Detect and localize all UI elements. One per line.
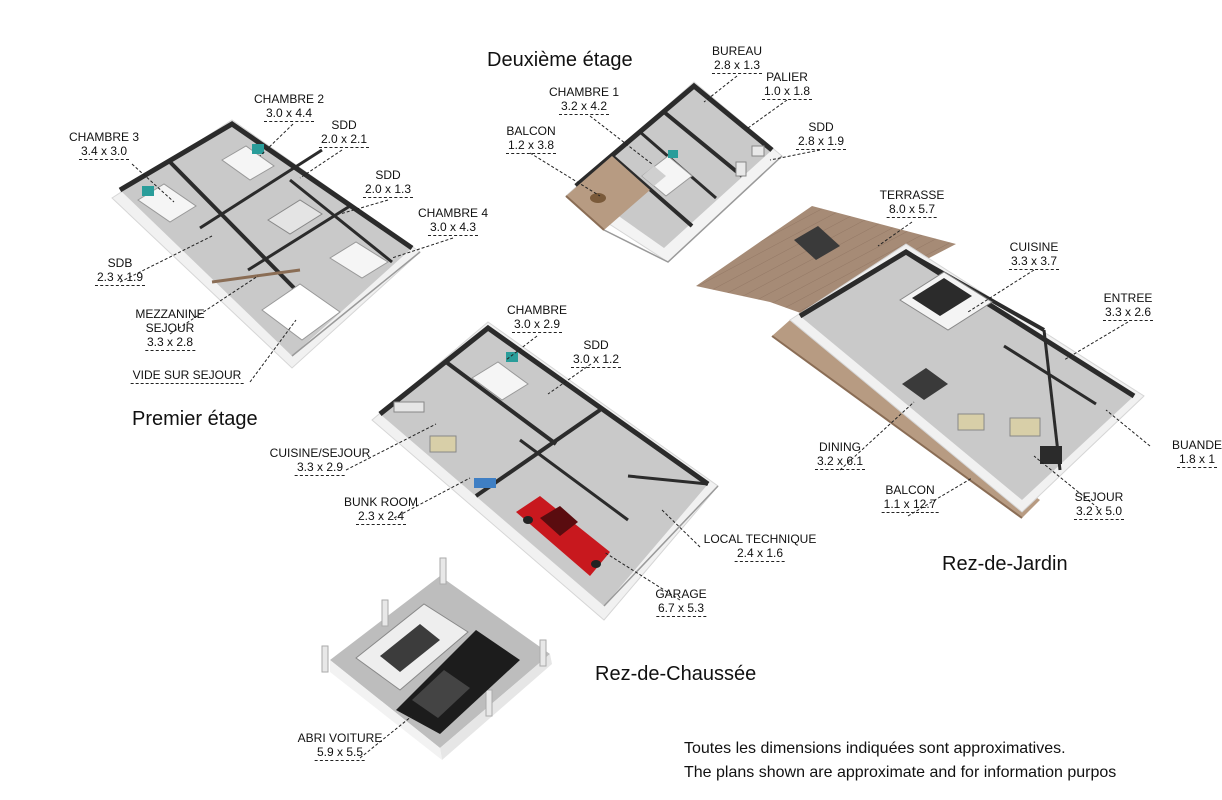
room-label-terrasse: TERRASSE 8.0 x 5.7 <box>879 188 945 218</box>
room-dimension: 3.2 x 6.1 <box>814 454 866 470</box>
room-label-buanderie: BUANDE 1.8 x 1 <box>1172 438 1222 468</box>
room-label-palier: PALIER 1.0 x 1.8 <box>761 70 813 100</box>
plan-rez-de-jardin <box>696 206 1145 519</box>
room-name: LOCAL TECHNIQUE <box>703 532 817 546</box>
room-dimension: 3.2 x 4.2 <box>558 99 610 115</box>
room-label-mezzanine-sejour: MEZZANINE SEJOUR 3.3 x 2.8 <box>135 307 205 351</box>
room-label-bunk-room: BUNK ROOM 2.3 x 2.4 <box>344 495 418 525</box>
room-dimension: 3.4 x 3.0 <box>78 144 130 160</box>
room-label-sdd-deuxieme: SDD 2.8 x 1.9 <box>795 120 847 150</box>
room-name: GARAGE <box>655 587 707 601</box>
room-label-chambre-2: CHAMBRE 2 3.0 x 4.4 <box>254 92 324 122</box>
room-label-chambre-3: CHAMBRE 3 3.4 x 3.0 <box>69 130 139 160</box>
room-name: MEZZANINE <box>135 307 205 321</box>
room-dimension: 3.0 x 4.4 <box>263 106 315 122</box>
room-name: ABRI VOITURE <box>297 731 383 745</box>
room-dimension: 3.3 x 2.6 <box>1102 305 1154 321</box>
room-dimension: 2.0 x 2.1 <box>318 132 370 148</box>
disclaimer-french: Toutes les dimensions indiquées sont app… <box>684 740 1066 757</box>
plan-abri-voiture <box>321 557 552 760</box>
floor-title-premier: Premier étage <box>132 408 258 430</box>
room-label-cuisine-sejour: CUISINE/SEJOUR 3.3 x 2.9 <box>269 446 371 476</box>
carport-white-car <box>355 603 469 691</box>
room-dimension: 6.7 x 5.3 <box>655 601 707 617</box>
room-label-sdb: SDB 2.3 x 1.9 <box>94 256 146 286</box>
room-name: CUISINE <box>1009 240 1059 254</box>
room-dimension: 3.3 x 3.7 <box>1008 254 1060 270</box>
room-name: CHAMBRE 3 <box>68 130 140 144</box>
room-name: BUREAU <box>711 44 762 58</box>
room-dimension: 5.9 x 5.5 <box>314 745 366 761</box>
room-dimension: 3.0 x 4.3 <box>427 220 479 236</box>
room-label-cuisine: CUISINE 3.3 x 3.7 <box>1008 240 1060 270</box>
room-dimension: 3.0 x 1.2 <box>570 352 622 368</box>
room-name: SDD <box>583 338 609 352</box>
room-name: ENTREE <box>1103 291 1153 305</box>
room-name: SEJOUR <box>1074 490 1124 504</box>
room-name: CHAMBRE 2 <box>253 92 325 106</box>
room-label-vide-sur-sejour: VIDE SUR SEJOUR <box>130 368 244 384</box>
room-label-dining: DINING 3.2 x 6.1 <box>814 440 866 470</box>
room-label-chambre-rdc: CHAMBRE 3.0 x 2.9 <box>507 303 567 333</box>
room-label-entree: ENTREE 3.3 x 2.6 <box>1102 291 1154 321</box>
room-name: PALIER <box>766 70 808 84</box>
plan-premier-etage <box>111 119 421 369</box>
room-label-sdd-rdc: SDD 3.0 x 1.2 <box>570 338 622 368</box>
room-dimension: 2.0 x 1.3 <box>362 182 414 198</box>
room-dimension: 2.8 x 1.9 <box>795 134 847 150</box>
plan-deuxieme-etage <box>565 81 783 263</box>
room-name: SDD <box>375 168 401 182</box>
room-label-balcon-deuxieme: BALCON 1.2 x 3.8 <box>505 124 557 154</box>
room-name: BUANDE <box>1172 438 1222 452</box>
room-label-bureau: BUREAU 2.8 x 1.3 <box>711 44 763 74</box>
room-label-abri-voiture: ABRI VOITURE 5.9 x 5.5 <box>297 731 383 761</box>
room-dimension: 3.2 x 5.0 <box>1073 504 1125 520</box>
room-name: BALCON <box>506 124 556 138</box>
room-name: DINING <box>819 440 861 454</box>
floor-title-rez-de-jardin: Rez-de-Jardin <box>942 553 1068 575</box>
room-name: SDD <box>808 120 834 134</box>
leader-lines <box>119 75 1151 759</box>
room-name: BALCON <box>885 483 935 497</box>
disclaimer-english: The plans shown are approximate and for … <box>684 764 1117 781</box>
room-dimension: 3.0 x 2.9 <box>511 317 563 333</box>
room-name: TERRASSE <box>879 188 945 202</box>
room-label-chambre-1: CHAMBRE 1 3.2 x 4.2 <box>549 85 619 115</box>
room-dimension: 1.2 x 3.8 <box>505 138 557 154</box>
plan-rez-de-chaussee <box>371 321 719 621</box>
room-dimension: 2.3 x 1.9 <box>94 270 146 286</box>
room-name: CHAMBRE 1 <box>548 85 620 99</box>
garage-car-illustration <box>516 496 610 576</box>
room-label-chambre-4: CHAMBRE 4 3.0 x 4.3 <box>418 206 488 236</box>
room-label-balcon-rez-jardin: BALCON 1.1 x 12.7 <box>881 483 939 513</box>
room-dimension: 2.3 x 2.4 <box>355 509 407 525</box>
room-dimension: 1.1 x 12.7 <box>881 497 939 513</box>
room-dimension: 8.0 x 5.7 <box>886 202 938 218</box>
room-label-garage: GARAGE 6.7 x 5.3 <box>655 587 707 617</box>
room-dimension: 1.8 x 1 <box>1176 452 1218 468</box>
carport-black-car <box>396 630 520 734</box>
room-name: CUISINE/SEJOUR <box>269 446 371 460</box>
room-name: CHAMBRE <box>506 303 568 317</box>
room-name: SDB <box>107 256 133 270</box>
room-dimension: 2.4 x 1.6 <box>734 546 786 562</box>
room-name-secondary: SEJOUR <box>145 321 195 335</box>
room-label-local-technique: LOCAL TECHNIQUE 2.4 x 1.6 <box>703 532 817 562</box>
floor-title-rez-de-chaussee: Rez-de-Chaussée <box>595 663 757 685</box>
room-dimension: 2.8 x 1.3 <box>711 58 763 74</box>
room-dimension: 1.0 x 1.8 <box>761 84 813 100</box>
room-name: SDD <box>331 118 357 132</box>
room-dimension: 3.3 x 2.8 <box>144 335 196 351</box>
room-label-sdd-a: SDD 2.0 x 2.1 <box>318 118 370 148</box>
room-name: BUNK ROOM <box>343 495 419 509</box>
floor-title-deuxieme: Deuxième étage <box>487 49 633 71</box>
room-name: VIDE SUR SEJOUR <box>130 368 244 384</box>
room-label-sejour-rez-jardin: SEJOUR 3.2 x 5.0 <box>1073 490 1125 520</box>
room-name: CHAMBRE 4 <box>417 206 489 220</box>
room-dimension: 3.3 x 2.9 <box>294 460 346 476</box>
room-label-sdd-b: SDD 2.0 x 1.3 <box>362 168 414 198</box>
